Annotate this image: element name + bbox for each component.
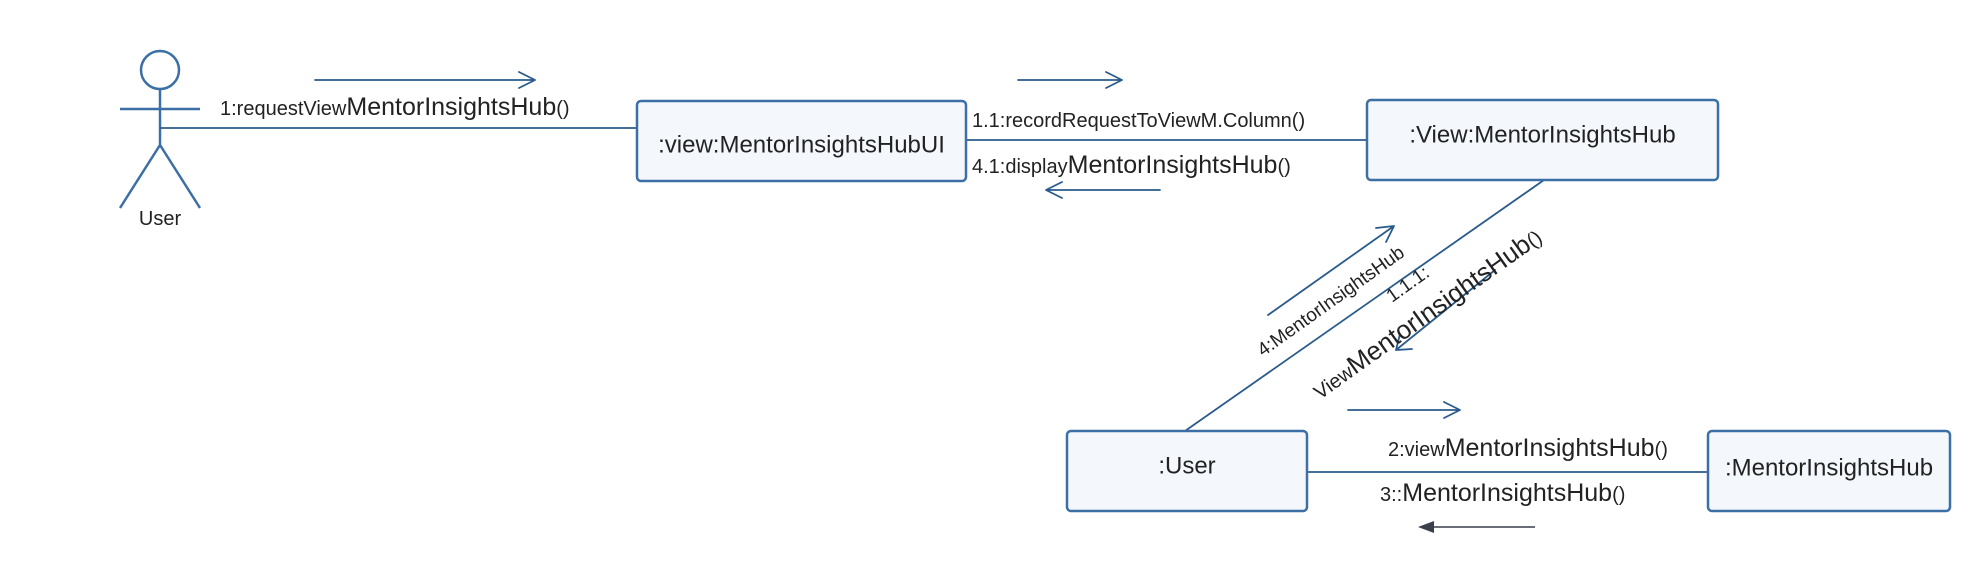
actor-label: User bbox=[139, 208, 182, 230]
message-2: 2:viewMentorInsightsHub() bbox=[1347, 401, 1668, 462]
object-mentor-insights-hub[interactable]: :MentorInsightsHub bbox=[1706, 429, 1952, 513]
message-1-1-1: 1.1.1: ViewMentorInsightsHub() bbox=[1306, 221, 1547, 405]
object-label: :view:MentorInsightsHubUI bbox=[658, 131, 945, 158]
actor-right-leg bbox=[158, 144, 202, 209]
message-1: 1:requestViewMentorInsightsHub() bbox=[220, 71, 570, 121]
message-label: 4.1:displayMentorInsightsHub() bbox=[972, 151, 1291, 179]
object-mentor-insights-hub-ui[interactable]: :view:MentorInsightsHubUI bbox=[635, 99, 968, 183]
message-arrow-up-right bbox=[1267, 225, 1395, 316]
link-view-user bbox=[1184, 179, 1545, 432]
object-box bbox=[1706, 429, 1952, 513]
object-box bbox=[1065, 429, 1309, 513]
message-1-1: 1.1:recordRequestToViewM.Column() bbox=[972, 71, 1305, 132]
message-arrow-right bbox=[314, 71, 536, 89]
object-label: :MentorInsightsHub bbox=[1725, 454, 1933, 481]
message-label: 3::MentorInsightsHub() bbox=[1380, 479, 1625, 507]
object-user[interactable]: :User bbox=[1065, 429, 1309, 513]
actor-user[interactable]: User bbox=[118, 49, 202, 230]
message-arrowhead bbox=[1418, 521, 1434, 533]
actor-head bbox=[139, 49, 181, 91]
message-4-1: 4.1:displayMentorInsightsHub() bbox=[972, 151, 1291, 199]
object-box bbox=[1365, 98, 1720, 182]
message-arrow-down-left bbox=[1395, 269, 1496, 351]
object-box bbox=[635, 99, 968, 183]
object-view-mentor-insights-hub[interactable]: :View:MentorInsightsHub bbox=[1365, 98, 1720, 182]
message-label: 1:requestViewMentorInsightsHub() bbox=[220, 93, 570, 121]
message-arrow-right bbox=[1347, 401, 1461, 419]
message-3: 3::MentorInsightsHub() bbox=[1380, 479, 1625, 533]
object-label: :User bbox=[1158, 452, 1215, 479]
message-label: ViewMentorInsightsHub() bbox=[1306, 221, 1547, 405]
message-label: 2:viewMentorInsightsHub() bbox=[1388, 434, 1668, 462]
actor-left-leg bbox=[118, 144, 162, 209]
message-arrow-left bbox=[1045, 181, 1161, 199]
message-label: 1.1:recordRequestToViewM.Column() bbox=[972, 110, 1305, 132]
object-label: :View:MentorInsightsHub bbox=[1409, 121, 1675, 148]
message-arrow-right bbox=[1017, 71, 1123, 89]
